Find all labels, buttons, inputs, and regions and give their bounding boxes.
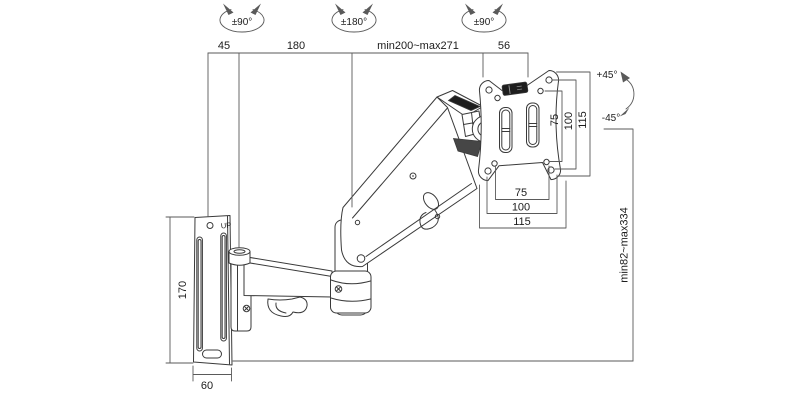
tension-knob <box>501 81 529 96</box>
arm-pivot-hole <box>356 254 366 263</box>
dim-plate-width: 60 <box>192 365 232 392</box>
tilt-down-label: -45° <box>602 113 620 124</box>
dim-plate-height: 170 <box>165 216 195 364</box>
dim-170: 170 <box>177 281 189 299</box>
dim-vesa-horizontal: 75 100 115 <box>479 165 567 229</box>
rotation-label-vesa: ±90° <box>474 17 495 28</box>
dim-vesa-v-75: 75 <box>549 114 561 126</box>
dim-45: 45 <box>218 40 230 52</box>
dim-vesa-h-75: 75 <box>515 187 527 199</box>
arm-collar <box>330 270 372 314</box>
vesa-slot-right <box>526 102 540 148</box>
plate-slot-left <box>196 236 203 352</box>
head-cap-insert <box>447 95 481 111</box>
dim-vesa-h-100: 100 <box>512 202 530 214</box>
rotation-indicator-vesa: ±90° <box>461 3 507 33</box>
extension-arm <box>243 256 333 298</box>
dim-extension-range: min200~max271 <box>377 40 459 52</box>
cable-clip <box>267 296 308 317</box>
wall-pivot <box>228 247 251 313</box>
plate-hole <box>206 222 214 229</box>
arm-latch <box>422 192 440 210</box>
dim-vesa-vertical: 75 100 115 <box>544 71 591 177</box>
rotation-label-elbow: ±180° <box>341 17 367 28</box>
plate-slot-bottom <box>202 349 222 359</box>
rotation-indicator-elbow: ±180° <box>331 3 377 33</box>
rotation-label-wall: ±90° <box>232 17 253 28</box>
up-marking: UP <box>220 220 231 230</box>
vesa-holes <box>484 76 555 175</box>
tilt-up-label: +45° <box>597 70 618 81</box>
tilt-indicator: +45° -45° <box>597 70 635 124</box>
dim-top-chain: 45 180 min200~max271 56 <box>207 40 529 248</box>
dim-vesa-v-115: 115 <box>577 111 589 129</box>
dim-180: 180 <box>287 40 305 52</box>
rotation-indicator-wall: ±90° <box>219 3 265 33</box>
head-underside <box>452 138 483 157</box>
dim-vesa-h-115: 115 <box>513 216 531 228</box>
dim-56: 56 <box>498 40 510 52</box>
plate-slot-right <box>220 232 227 342</box>
dimension-layer: 45 180 min200~max271 56 ±90° ±180° ±90° <box>165 3 635 392</box>
dim-height-range: min82~max334 <box>232 128 634 362</box>
gas-spring-arm <box>340 96 478 268</box>
vesa-plate <box>477 70 562 182</box>
arm-screw <box>409 172 417 180</box>
vesa-slot-left <box>499 107 513 153</box>
dim-60: 60 <box>201 380 213 392</box>
dim-vesa-v-100: 100 <box>563 112 575 130</box>
dim-min82-max334: min82~max334 <box>619 207 631 283</box>
wall-plate: UP <box>193 215 233 366</box>
